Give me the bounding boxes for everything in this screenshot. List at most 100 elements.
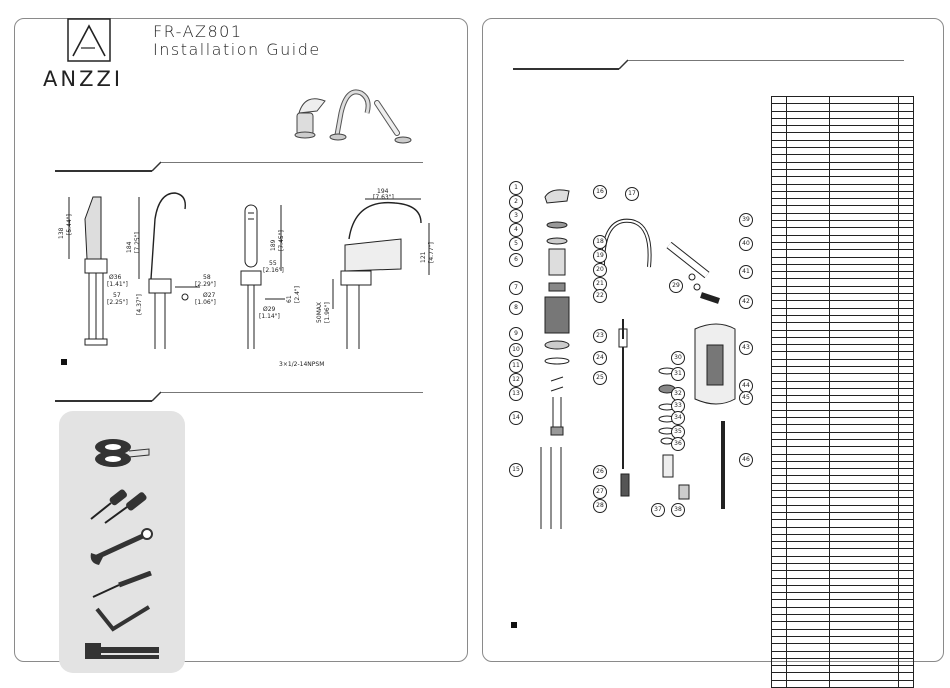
table-cell <box>785 314 830 324</box>
table-cell <box>897 154 914 163</box>
table-cell <box>897 570 914 579</box>
table-cell <box>828 606 899 616</box>
table-cell <box>828 190 899 200</box>
table-row <box>771 358 914 368</box>
table-cell <box>897 336 914 346</box>
table-cell <box>785 438 830 448</box>
callout-23: 23 <box>593 329 607 343</box>
callout-36: 36 <box>671 437 685 451</box>
table-cell <box>771 263 787 273</box>
table-cell <box>785 227 830 236</box>
table-row <box>771 249 914 258</box>
table-cell <box>771 548 787 557</box>
table-cell <box>897 657 914 667</box>
table-row <box>771 657 914 667</box>
note-bullet <box>61 359 67 365</box>
table-cell <box>897 614 914 623</box>
table-cell <box>785 212 830 222</box>
table-cell <box>785 679 830 688</box>
table-cell <box>828 643 899 652</box>
table-cell <box>771 387 787 397</box>
table-row <box>771 234 914 243</box>
dim-121-in: [4.77"] <box>428 242 435 263</box>
table-cell <box>828 504 899 513</box>
table-cell <box>828 526 899 535</box>
table-cell <box>828 519 899 528</box>
table-cell <box>828 475 899 484</box>
table-cell <box>771 424 787 433</box>
table-cell <box>771 336 787 346</box>
dim-58: 58 <box>203 274 211 281</box>
table-cell <box>828 592 899 601</box>
table-cell <box>771 154 787 163</box>
table-row <box>771 533 914 543</box>
table-cell <box>771 95 787 105</box>
table-cell <box>897 365 914 375</box>
dim-29: Ø29 <box>263 306 276 313</box>
table-cell <box>828 555 899 565</box>
table-cell <box>897 373 914 382</box>
table-cell <box>785 519 830 528</box>
table-cell <box>897 548 914 557</box>
screwdriver-icon <box>90 489 147 524</box>
table-row <box>771 650 914 659</box>
table-cell <box>828 132 899 141</box>
table-cell <box>785 344 830 353</box>
table-cell <box>771 329 787 338</box>
table-row <box>771 190 914 200</box>
callout-45: 45 <box>739 391 753 405</box>
table-cell <box>785 592 830 601</box>
table-cell <box>785 504 830 513</box>
table-row <box>771 541 914 550</box>
table-cell <box>785 548 830 557</box>
brand-name: ANZZI <box>43 67 124 91</box>
callout-11: 11 <box>509 359 523 373</box>
table-cell <box>771 300 787 309</box>
table-cell <box>828 300 899 309</box>
table-cell <box>828 198 899 207</box>
table-cell <box>897 541 914 550</box>
table-cell <box>828 205 899 214</box>
table-row <box>771 161 914 170</box>
table-cell <box>897 555 914 565</box>
table-cell <box>771 227 787 236</box>
table-cell <box>897 95 914 105</box>
table-cell <box>897 329 914 338</box>
dim-194-in: [7.63"] <box>373 194 394 201</box>
table-cell <box>897 395 914 404</box>
table-cell <box>785 643 830 652</box>
table-cell <box>828 584 899 594</box>
table-cell <box>771 541 787 550</box>
table-cell <box>771 183 787 192</box>
callout-7: 7 <box>509 281 523 295</box>
parts-list-table <box>771 95 914 688</box>
table-cell <box>897 402 914 411</box>
table-cell <box>771 212 787 222</box>
dim-194: 194 <box>377 188 389 195</box>
table-cell <box>828 446 899 455</box>
callout-22: 22 <box>593 289 607 303</box>
table-cell <box>828 614 899 623</box>
callout-1: 1 <box>509 181 523 195</box>
table-cell <box>785 417 830 426</box>
table-cell <box>785 424 830 433</box>
tape-icon <box>95 439 150 467</box>
table-row <box>771 271 914 280</box>
table-row <box>771 103 914 112</box>
left-page: ANZZI FR-AZ801 Installation Guide <box>14 18 468 673</box>
table-cell <box>771 460 787 470</box>
table-cell <box>897 380 914 389</box>
dim-55-in: [2.16"] <box>263 267 284 274</box>
table-cell <box>828 220 899 229</box>
table-cell <box>771 402 787 411</box>
callout-4: 4 <box>509 223 523 237</box>
table-row <box>771 504 914 513</box>
dim-50max-in: [1.96"] <box>324 302 331 323</box>
table-cell <box>771 190 787 200</box>
table-cell <box>828 168 899 178</box>
table-cell <box>785 402 830 411</box>
table-cell <box>771 490 787 499</box>
table-cell <box>897 183 914 192</box>
table-cell <box>771 643 787 652</box>
table-cell <box>771 482 787 492</box>
